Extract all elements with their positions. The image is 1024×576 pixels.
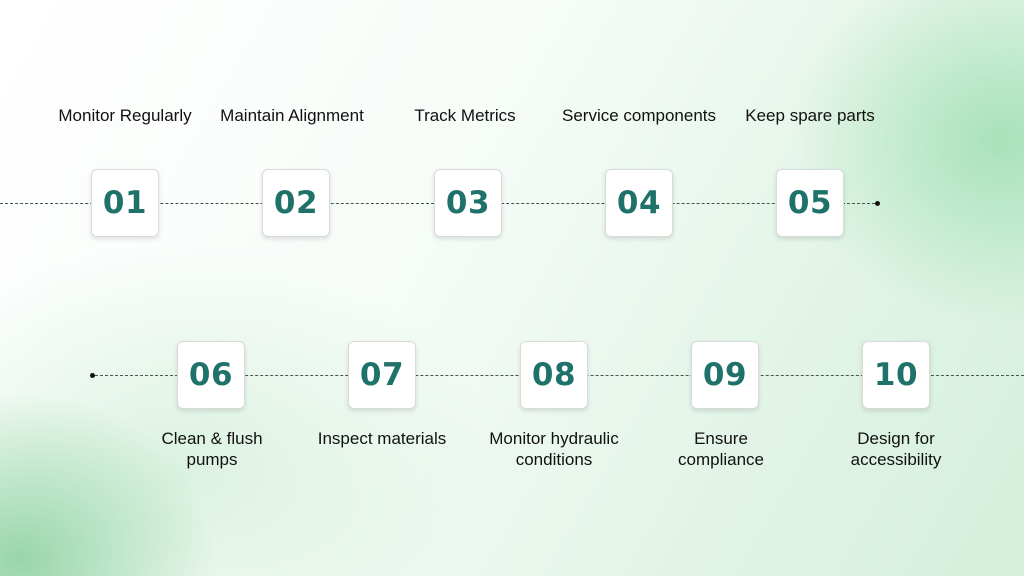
step-number-01: 01 [91,169,159,237]
timeline-start-dot [90,373,95,378]
step-label-02: Maintain Alignment [220,106,364,125]
step-number-03: 03 [434,169,502,237]
step-number-09: 09 [691,341,759,409]
step-number-07: 07 [348,341,416,409]
step-label-09: Ensure compliance [678,429,764,469]
step-number-06: 06 [177,341,245,409]
step-label-07: Inspect materials [317,429,447,448]
step-label-08: Monitor hydraulic conditions [489,429,619,469]
step-label-06: Clean & flush pumps [161,429,263,469]
timeline-end-dot [875,201,880,206]
step-label-01: Monitor Regularly [58,106,192,125]
step-number-05: 05 [776,169,844,237]
step-label-10: Design for accessibility [850,429,942,469]
step-label-05: Keep spare parts [745,106,875,125]
step-label-03: Track Metrics [414,106,516,125]
step-number-04: 04 [605,169,673,237]
step-number-10: 10 [862,341,930,409]
step-label-04: Service components [561,106,717,125]
step-number-02: 02 [262,169,330,237]
step-number-08: 08 [520,341,588,409]
